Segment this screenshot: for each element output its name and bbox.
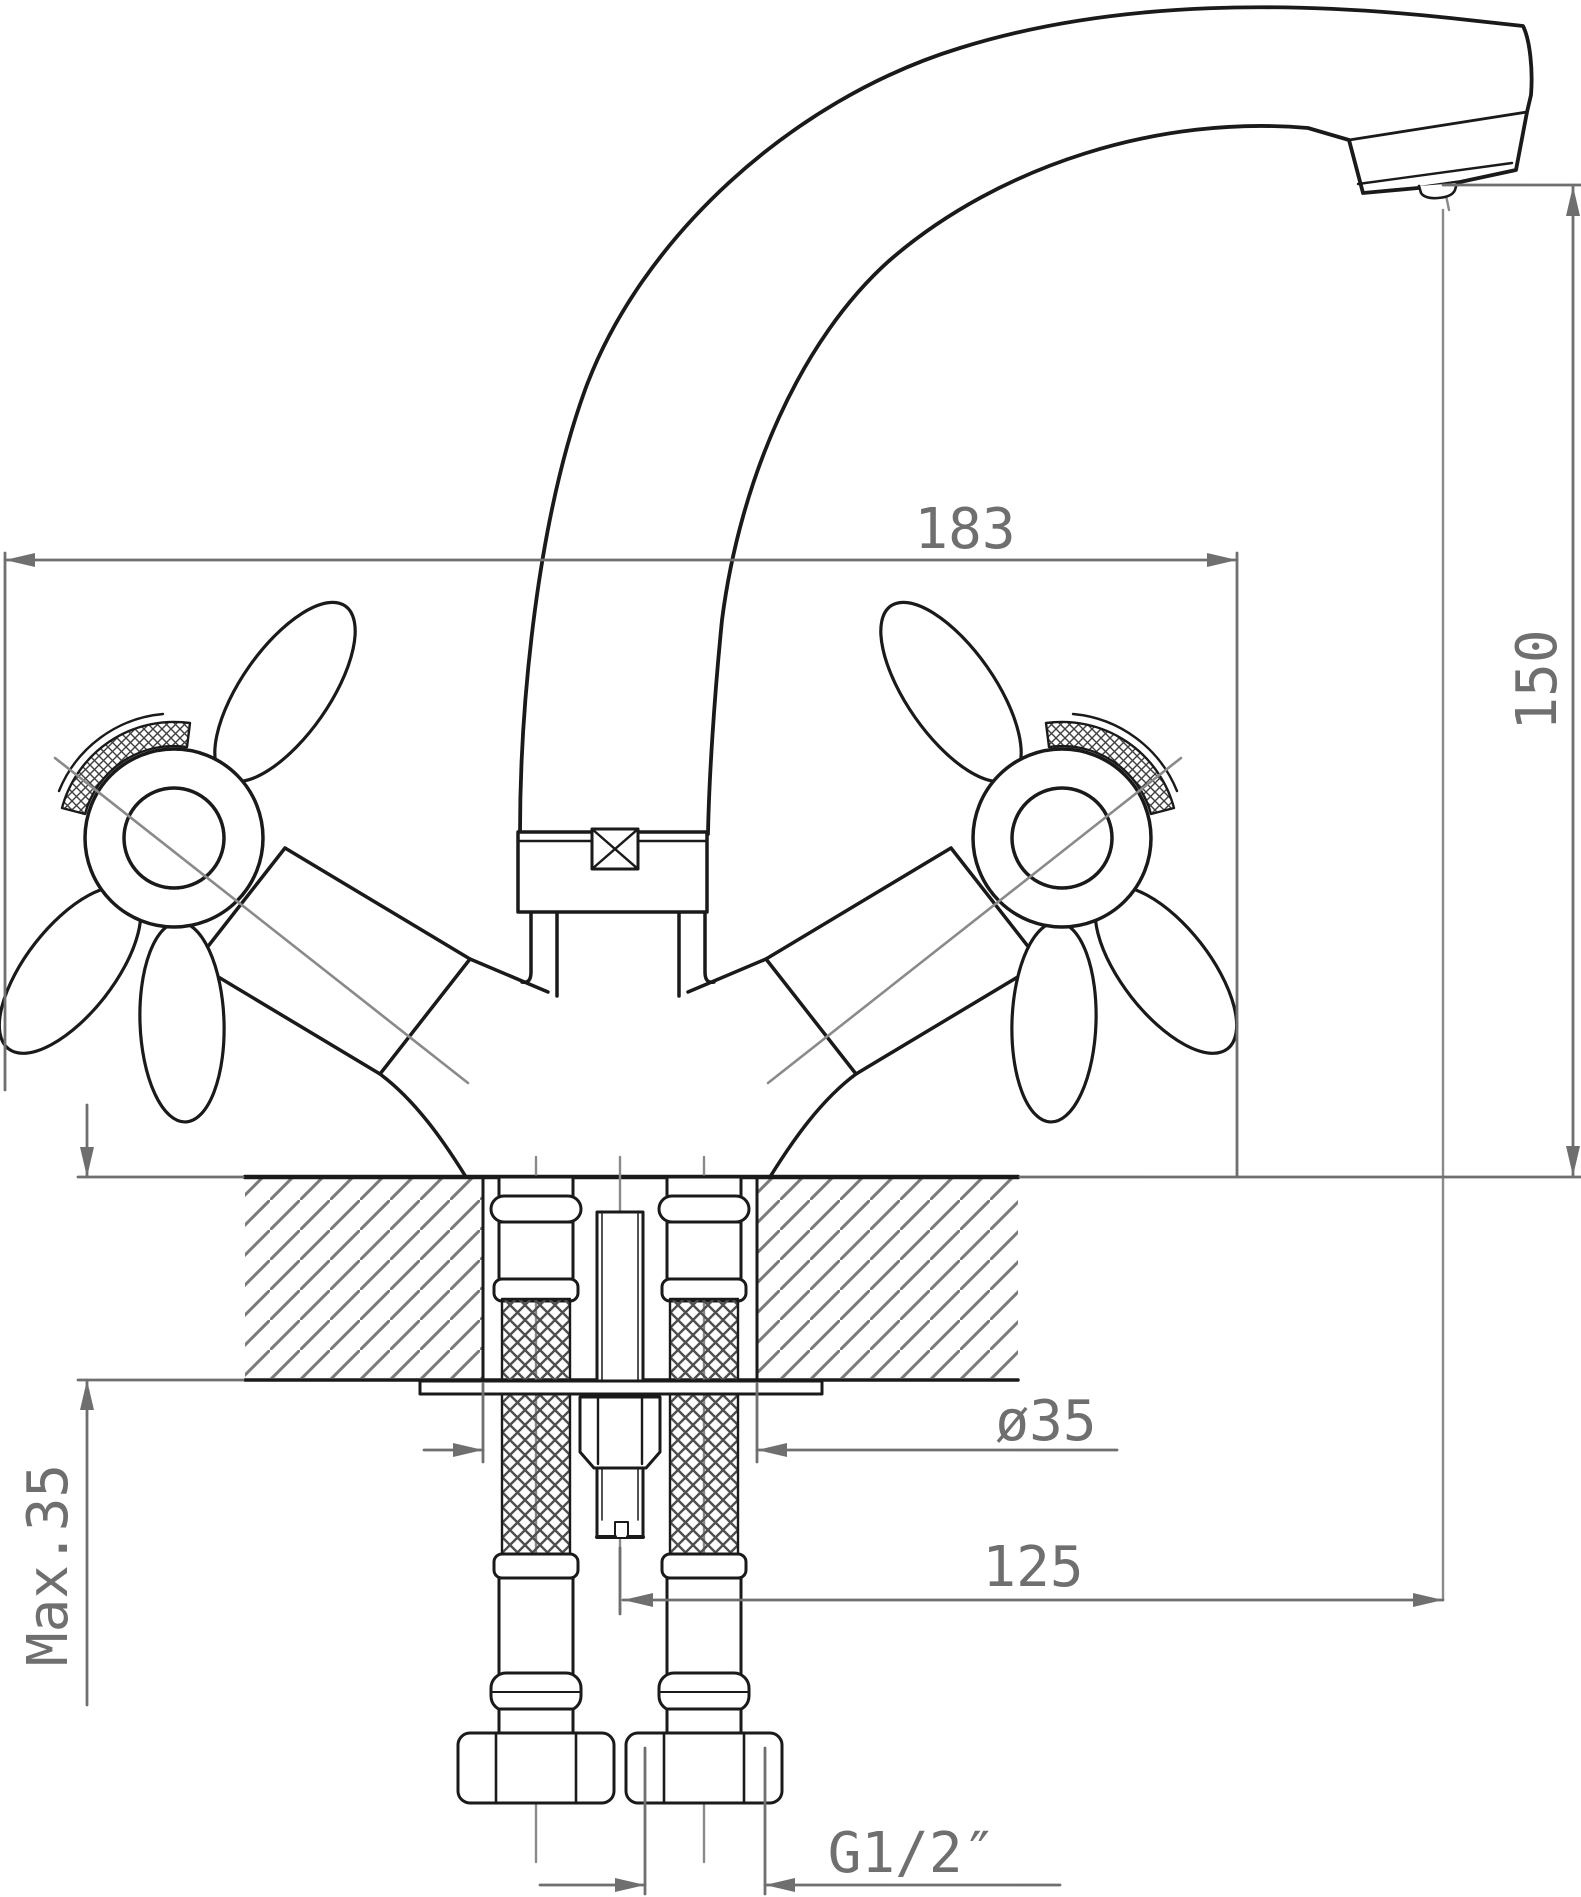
spout-outline (518, 5, 1534, 836)
dimension-150-label: 150 (1505, 629, 1570, 730)
dimension-annotations: 183 150 Max.35 (3, 183, 1581, 1896)
dimension-max35: Max.35 (16, 1103, 245, 1707)
hose-braid-upper (500, 1297, 572, 1383)
dimension-183: 183 (3, 497, 1239, 1179)
valve-cylinder (193, 846, 472, 1076)
set-screw-cross-icon (590, 827, 640, 871)
supply-hose (456, 1175, 616, 1805)
mounting-nut (578, 1395, 662, 1470)
faucet-body (378, 910, 858, 1179)
left-cross-handle (0, 600, 472, 1124)
handle-centerline (53, 756, 470, 1085)
dimension-183-label: 183 (914, 497, 1015, 562)
aerator-outlet-notch (1417, 181, 1459, 200)
body-base-left-curve (378, 1072, 468, 1179)
supply-hoses-and-mounting (418, 1175, 824, 1805)
hose-hex-nut (456, 1731, 616, 1805)
dimension-thread-label: G1/2″ (828, 1821, 997, 1886)
mounting-washer (418, 1379, 824, 1396)
handle-ring-hole (122, 786, 226, 890)
right-cross-handle (764, 579, 1264, 1126)
dimension-125: 125 (618, 1535, 1445, 1616)
dimension-150: 150 (1018, 183, 1581, 1179)
countertop-hatch-right (757, 1179, 1018, 1378)
spout (516, 5, 1534, 914)
countertop-hatch-left (245, 1179, 483, 1378)
mounting-stud (595, 1210, 645, 1539)
knurled-band (60, 720, 192, 816)
aerator-top-line (1347, 110, 1529, 142)
aerator-rim-line (1356, 161, 1514, 186)
dimension-hole-diameter-label: ø35 (995, 1389, 1096, 1454)
dimension-hole-diameter: ø35 (422, 1382, 1119, 1464)
knurled-band-rim (57, 712, 165, 793)
hose-braid-lower (500, 1392, 572, 1556)
dimension-max35-label: Max.35 (16, 1464, 81, 1666)
body-base-right-curve (768, 1072, 858, 1179)
dimension-125-label: 125 (982, 1535, 1083, 1600)
dimension-thread: G1/2″ (538, 1746, 1062, 1896)
stud-slot (614, 1521, 629, 1539)
countertop-section (242, 1174, 1021, 1382)
